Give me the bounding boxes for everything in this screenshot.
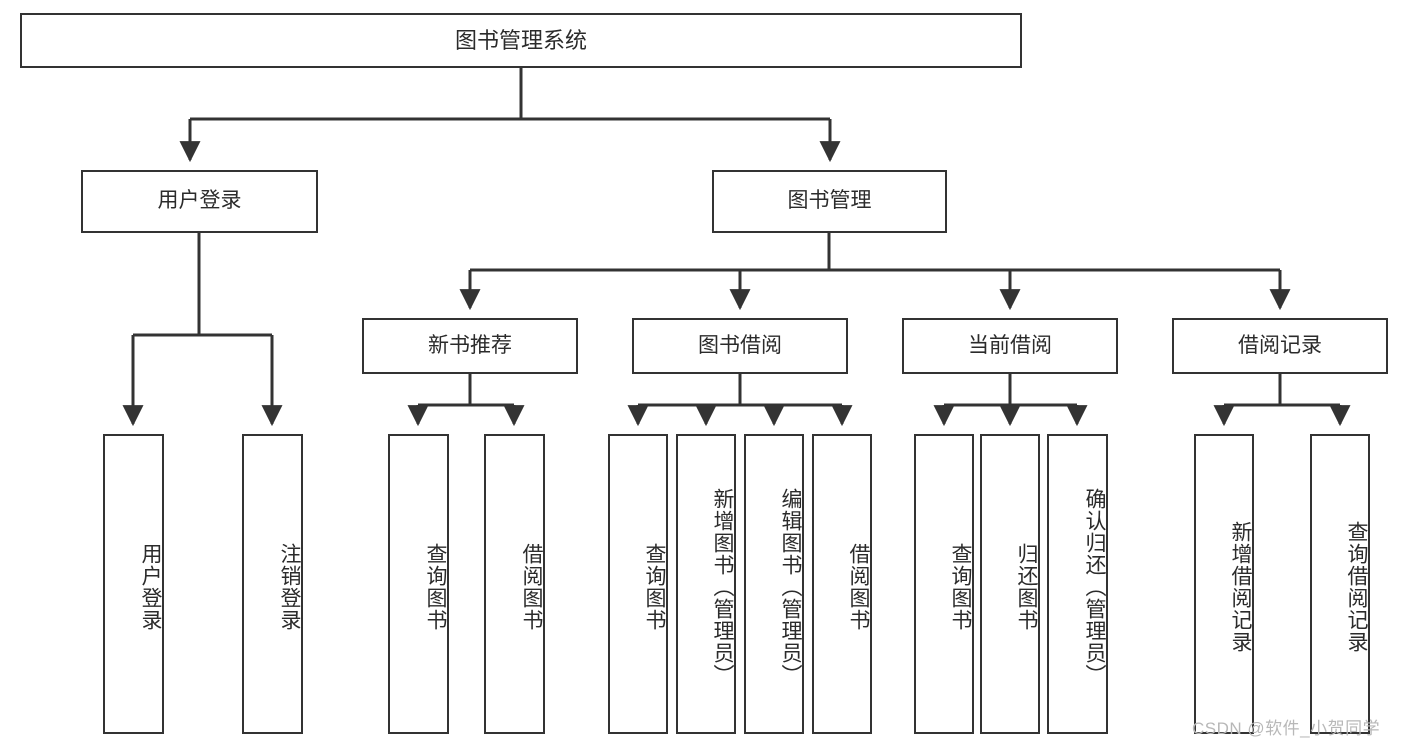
node-leaf-borrow-book-1[interactable]: 借阅图书 bbox=[484, 434, 545, 734]
node-leaf-add-book[interactable]: 新增图书（管理员） bbox=[676, 434, 736, 734]
node-leaf-query-book-2[interactable]: 查询图书 bbox=[608, 434, 668, 734]
node-current-borrow[interactable]: 当前借阅 bbox=[902, 318, 1118, 374]
csdn-watermark: CSDN @软件_小贺同学 bbox=[1192, 719, 1381, 738]
node-leaf-logout[interactable]: 注销登录 bbox=[242, 434, 303, 734]
node-book-borrow[interactable]: 图书借阅 bbox=[632, 318, 848, 374]
node-leaf-return-book[interactable]: 归还图书 bbox=[980, 434, 1040, 734]
node-leaf-query-record[interactable]: 查询借阅记录 bbox=[1310, 434, 1370, 734]
node-root[interactable]: 图书管理系统 bbox=[20, 13, 1022, 68]
node-borrow-record[interactable]: 借阅记录 bbox=[1172, 318, 1388, 374]
node-leaf-user-login[interactable]: 用户登录 bbox=[103, 434, 164, 734]
node-leaf-borrow-book-2[interactable]: 借阅图书 bbox=[812, 434, 872, 734]
node-leaf-query-book-1[interactable]: 查询图书 bbox=[388, 434, 449, 734]
node-user-login[interactable]: 用户登录 bbox=[81, 170, 318, 233]
node-leaf-confirm-return[interactable]: 确认归还（管理员） bbox=[1047, 434, 1108, 734]
node-book-manage[interactable]: 图书管理 bbox=[712, 170, 947, 233]
node-leaf-edit-book[interactable]: 编辑图书（管理员） bbox=[744, 434, 804, 734]
node-leaf-query-book-3[interactable]: 查询图书 bbox=[914, 434, 974, 734]
node-leaf-add-record[interactable]: 新增借阅记录 bbox=[1194, 434, 1254, 734]
node-new-book-recommend[interactable]: 新书推荐 bbox=[362, 318, 578, 374]
